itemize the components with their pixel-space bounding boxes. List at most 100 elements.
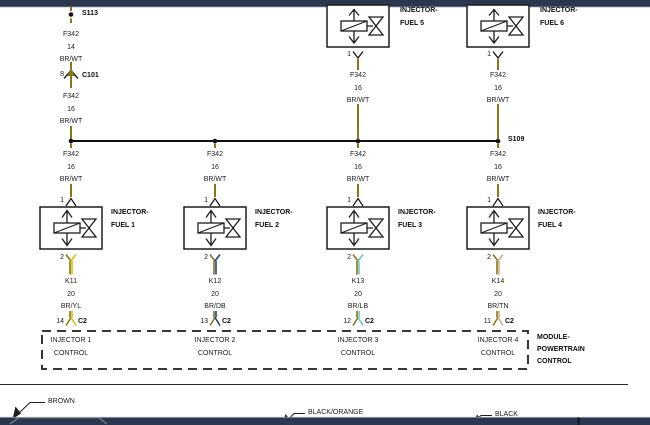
- pin-connector-icon: [492, 197, 504, 207]
- pin-connector-icon: [352, 197, 364, 207]
- injector-coil-valve-icon: [480, 8, 525, 45]
- splice-s109-dot: [495, 138, 501, 144]
- brown-wire-outline: [9, 417, 108, 425]
- injector-6-pin: 1: [487, 51, 491, 58]
- y-connector-icon: [352, 254, 364, 262]
- injector-5-pin: 1: [347, 51, 351, 58]
- wire-color: BR/WT: [486, 97, 510, 104]
- module-title3: CONTROL: [537, 358, 572, 365]
- injector-1-title: INJECTOR-: [111, 209, 149, 216]
- wire-gauge: 16: [354, 85, 362, 92]
- wire-circuit: K12: [208, 278, 222, 285]
- injector-5-box: [326, 4, 390, 48]
- wire-s113-to-bus: [63, 6, 79, 140]
- injector-2-title2: FUEL 2: [255, 222, 279, 229]
- injector-2-column: [183, 143, 247, 326]
- c2-pin: 14: [56, 318, 64, 325]
- injector-1-column: [39, 143, 103, 326]
- legend-brown-label: BROWN: [48, 398, 75, 405]
- injector-6-title: INJECTOR-: [540, 7, 578, 14]
- wire-gauge: 16: [67, 164, 75, 171]
- wire-color: BR/WT: [59, 56, 83, 63]
- legend-black-label: BLACK: [495, 411, 518, 418]
- wire-gauge: 16: [494, 85, 502, 92]
- module-pin-function2: CONTROL: [340, 350, 376, 357]
- injector-5-column: [326, 4, 390, 140]
- injector-3-column: [326, 143, 390, 326]
- injector-5-title2: FUEL 5: [400, 20, 424, 27]
- c2-label: C2: [505, 318, 514, 325]
- wire-color: BR/LB: [347, 303, 369, 310]
- injector-4-title: INJECTOR-: [538, 209, 576, 216]
- module-pin-function2: CONTROL: [480, 350, 516, 357]
- legend-black-orange-label: BLACK/ORANGE: [308, 409, 364, 416]
- wire-gauge: 16: [211, 164, 219, 171]
- c101-label: C101: [82, 72, 99, 79]
- top-bar: [0, 0, 650, 8]
- module-pin-function: INJECTOR 3: [337, 337, 379, 344]
- wire-color: BR/TN: [487, 303, 509, 310]
- splice-dot: [212, 138, 218, 144]
- splice-s113-label: S113: [82, 10, 98, 17]
- module-pin-function2: CONTROL: [53, 350, 89, 357]
- pin-number: 2: [487, 254, 491, 261]
- wire-color: BR/DB: [204, 303, 226, 310]
- module-powertrain-box: [41, 330, 529, 370]
- injector-coil-valve-icon: [340, 8, 385, 45]
- y-connector-icon: [492, 51, 504, 59]
- pin-number: 1: [204, 197, 208, 204]
- wire-color: BR/YL: [60, 303, 82, 310]
- c2-connector-icon: [352, 317, 364, 326]
- injector-coil-valve-icon: [480, 209, 525, 247]
- pin-number: 2: [347, 254, 351, 261]
- wire-circuit: F342: [350, 72, 366, 79]
- wire-gauge: 16: [354, 164, 362, 171]
- injector-6-title2: FUEL 6: [540, 20, 564, 27]
- injector-coil-valve-icon: [53, 209, 98, 247]
- injector-3-title2: FUEL 3: [398, 222, 422, 229]
- c2-label: C2: [365, 318, 374, 325]
- injector-4-title2: FUEL 4: [538, 222, 562, 229]
- c2-label: C2: [222, 318, 231, 325]
- wire-circuit: F342: [207, 151, 223, 158]
- c2-connector-icon: [209, 317, 221, 326]
- wire-circuit: K13: [351, 278, 365, 285]
- wire-circuit: F342: [490, 72, 506, 79]
- wire-color: BR/WT: [346, 176, 370, 183]
- pin-number: 1: [60, 197, 64, 204]
- module-pin-function2: CONTROL: [197, 350, 233, 357]
- wire-circuit: K11: [65, 278, 77, 285]
- module-pin-function: INJECTOR 2: [194, 337, 236, 344]
- wire-gauge: 20: [211, 291, 219, 298]
- pin-number: 2: [204, 254, 208, 261]
- pin-number: 1: [487, 197, 491, 204]
- c2-connector-icon: [492, 317, 504, 326]
- injector-2-title: INJECTOR-: [255, 209, 293, 216]
- c101-pin: 8: [60, 71, 64, 78]
- injector-coil-valve-icon: [340, 209, 385, 247]
- injector-3-title: INJECTOR-: [398, 209, 436, 216]
- wire-gauge: 14: [67, 44, 75, 51]
- pin-number: 2: [60, 254, 64, 261]
- wire-color: BR/WT: [486, 176, 510, 183]
- bus-wire: [68, 138, 501, 144]
- wire-circuit: F342: [63, 93, 79, 100]
- y-connector-icon: [65, 254, 77, 262]
- wire-gauge: 16: [67, 106, 75, 113]
- connector-c101-icon: [63, 67, 79, 88]
- wire-color: BR/WT: [59, 176, 83, 183]
- injector-6-column: [466, 4, 530, 140]
- pin-connector-icon: [209, 197, 221, 207]
- y-connector-icon: [492, 254, 504, 262]
- bottom-bar: [0, 416, 650, 425]
- splice-s109-label: S109: [508, 136, 525, 143]
- c2-pin: 13: [200, 318, 208, 325]
- wire-color: BR/WT: [59, 118, 83, 125]
- pin-connector-icon: [65, 197, 77, 207]
- module-pin-function: INJECTOR 4: [477, 337, 519, 344]
- y-connector-icon: [209, 254, 221, 262]
- injector-5-title: INJECTOR-: [400, 7, 438, 14]
- wire-circuit: F342: [490, 151, 506, 158]
